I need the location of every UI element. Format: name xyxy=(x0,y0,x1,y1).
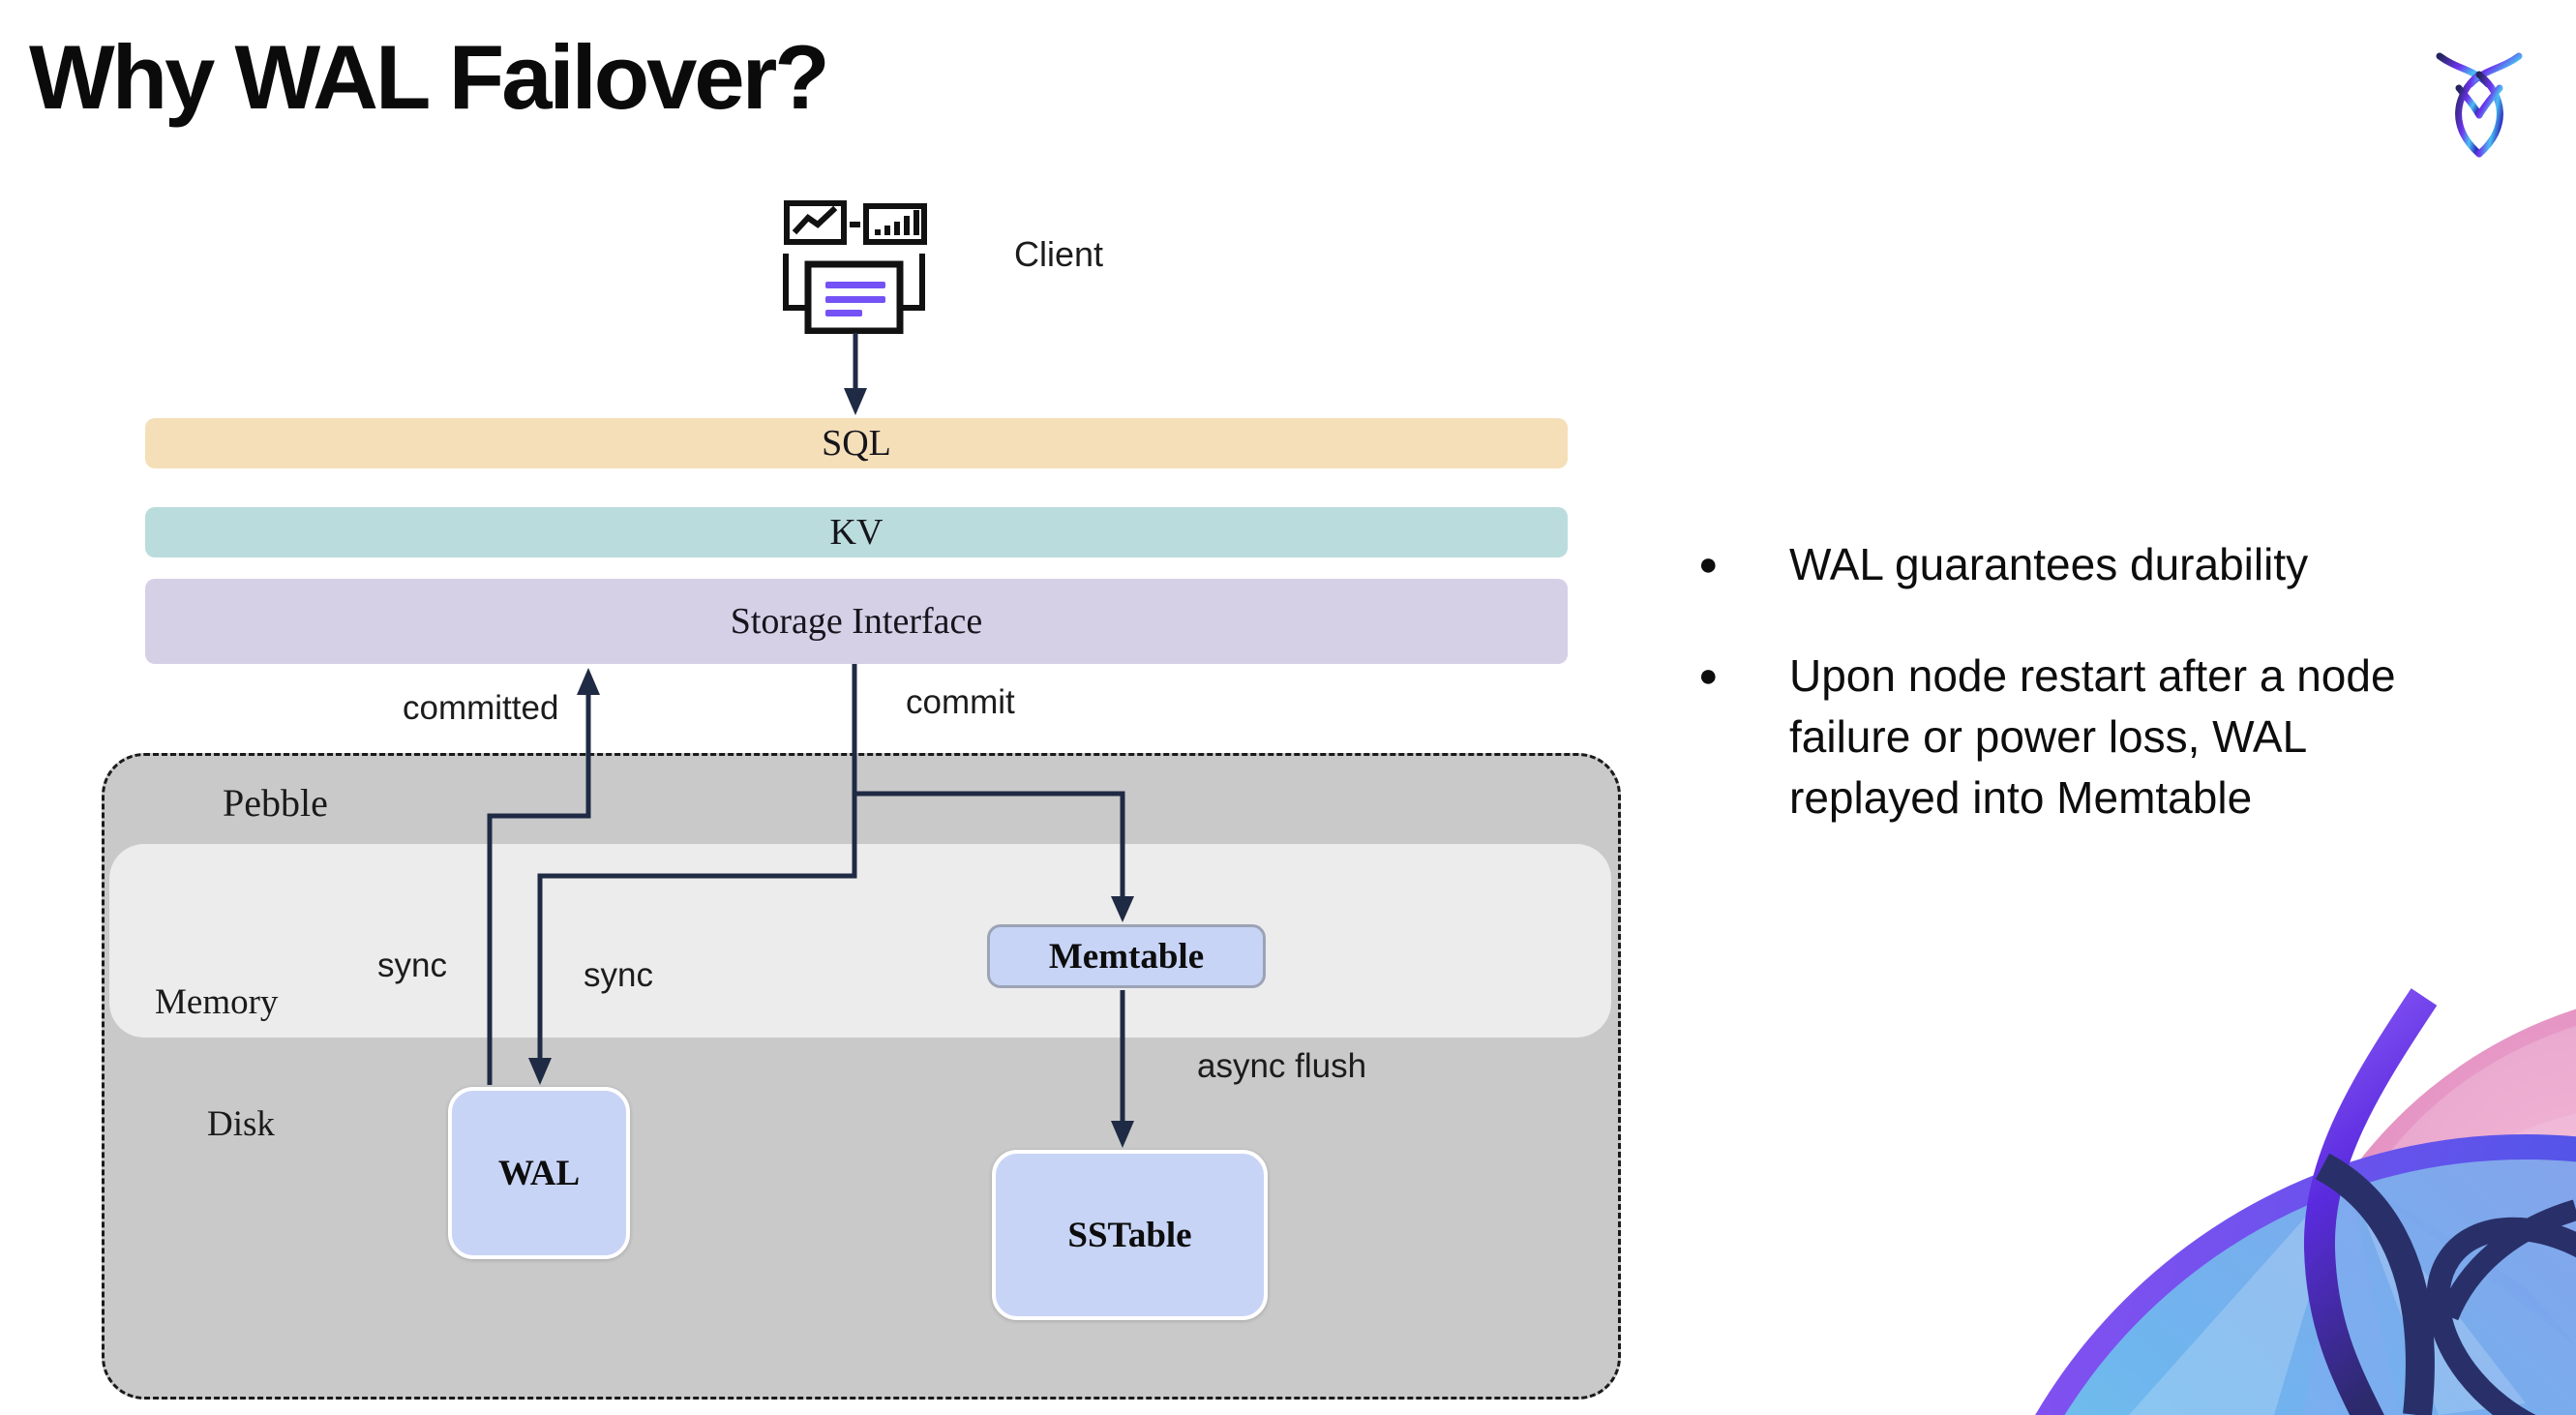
sql-layer-label: SQL xyxy=(822,423,891,464)
client-label: Client xyxy=(1014,234,1104,274)
disk-label: Disk xyxy=(207,1104,275,1144)
wal-node: WAL xyxy=(448,1087,630,1259)
bracket-right-icon xyxy=(896,254,925,311)
logo-branch-right xyxy=(2475,84,2503,119)
logo-body-right xyxy=(2475,71,2503,158)
memory-label: Memory xyxy=(155,982,279,1022)
cockroachdb-logo-icon xyxy=(2436,52,2523,158)
wal-node-label: WAL xyxy=(497,1153,581,1193)
pebble-label: Pebble xyxy=(223,781,328,825)
bullet-marker: ● xyxy=(1698,546,1719,583)
bullet-text: WAL guarantees durability xyxy=(1789,539,2309,589)
art-navy-curves xyxy=(2315,1153,2576,1415)
bar-chart-icon xyxy=(863,203,927,245)
corner-gradient-artwork xyxy=(2035,988,2576,1415)
sstable-node-label: SSTable xyxy=(1067,1215,1192,1255)
storage-interface-bar: Storage Interface xyxy=(145,579,1568,664)
memory-band xyxy=(109,844,1611,1038)
kv-layer-bar: KV xyxy=(145,507,1568,557)
memtable-node: Memtable xyxy=(987,924,1266,988)
client-terminal-charts-icon xyxy=(783,200,927,334)
sync-right-edge-label: sync xyxy=(584,956,653,994)
list-item: ● Upon node restart after a node failure… xyxy=(1698,646,2569,828)
committed-edge-label: committed xyxy=(403,689,559,727)
arrowhead-committed xyxy=(577,668,600,695)
storage-interface-label: Storage Interface xyxy=(730,601,983,642)
page-title: Why WAL Failover? xyxy=(29,26,830,128)
sstable-node: SSTable xyxy=(992,1150,1268,1320)
commit-edge-label: commit xyxy=(906,683,1015,721)
bracket-left-icon xyxy=(783,254,812,311)
async-flush-edge-label: async flush xyxy=(1197,1047,1367,1085)
kv-layer-label: KV xyxy=(829,512,884,553)
logo-body-left xyxy=(2455,71,2483,158)
bullet-text: Upon node restart after a node failure o… xyxy=(1789,650,2396,823)
bullet-list: ● WAL guarantees durability ● Upon node … xyxy=(1698,534,2569,879)
art-purple-arc xyxy=(2303,988,2438,1415)
sql-layer-bar: SQL xyxy=(145,418,1568,468)
sync-left-edge-label: sync xyxy=(377,947,447,984)
list-item: ● WAL guarantees durability xyxy=(1698,534,2569,595)
arrowhead-to-sql xyxy=(844,388,867,415)
art-blue-rim xyxy=(2035,1134,2576,1415)
line-chart-icon xyxy=(784,200,847,245)
memtable-node-label: Memtable xyxy=(1048,936,1205,977)
bullet-marker: ● xyxy=(1698,657,1719,694)
